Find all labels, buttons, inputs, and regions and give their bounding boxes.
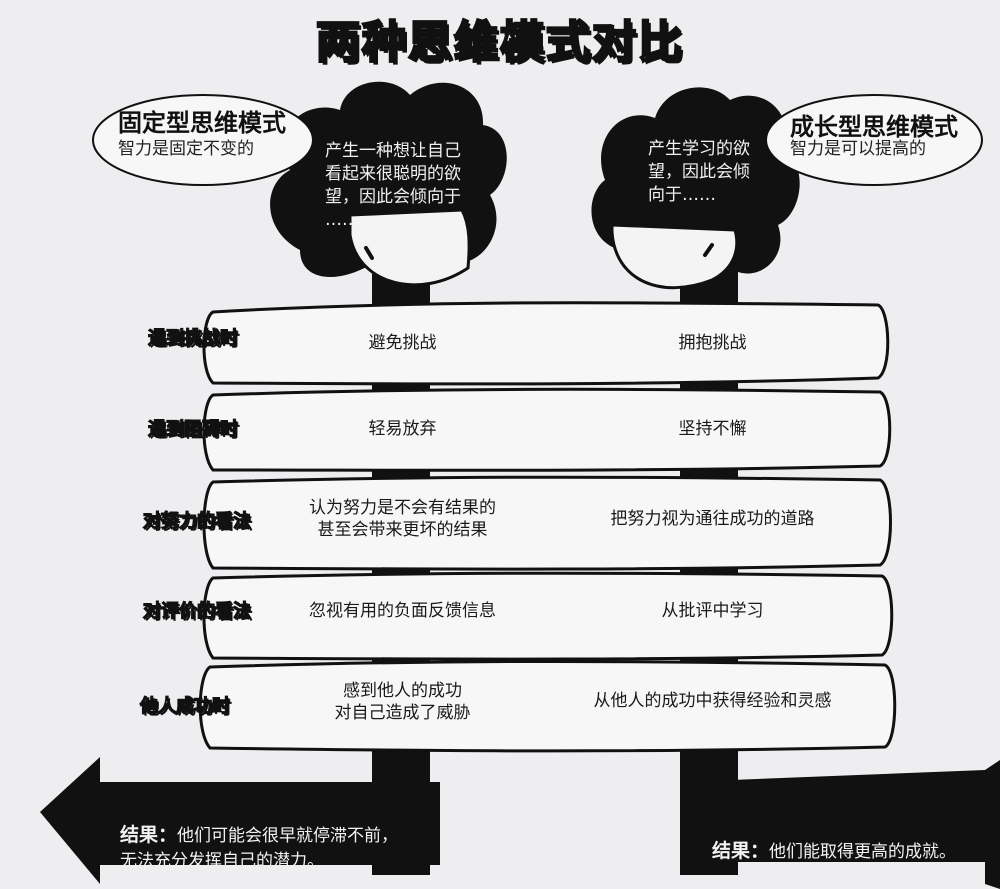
growth-mindset-head — [591, 87, 800, 290]
row-label: 他人成功时 — [139, 695, 230, 717]
fixed-mindset-head — [270, 81, 507, 287]
growth-mindset-name: 成长型思维模式 — [790, 113, 958, 141]
growth-mindset-bubble — [765, 94, 983, 186]
row-panel — [202, 475, 892, 571]
growth-result: 结果：他们能取得更高的成就。 — [712, 813, 956, 865]
row-label: 遇到阻碍时 — [147, 418, 238, 440]
row-panel — [198, 659, 897, 753]
fixed-mindset-thought: 产生一种想让自己 看起来很聪明的欲 望，因此会倾向于 …… — [325, 141, 461, 230]
growth-result-label: 结果： — [712, 839, 770, 862]
growth-cell: 拥抱挑战 — [678, 333, 747, 353]
fixed-result: 结果：他们可能会很早就停滞不前， 无法充分发挥自己的潜力。 — [120, 797, 398, 874]
fixed-cell: 感到他人的成功 对自己造成了威胁 — [334, 681, 471, 724]
row-label: 对评价的看法 — [142, 600, 251, 622]
fixed-cell: 轻易放弃 — [368, 419, 437, 439]
page-title: 两种思维模式对比 — [315, 16, 684, 70]
row-panel — [202, 301, 890, 386]
fixed-result-text: 他们可能会很早就停滞不前， 无法充分发挥自己的潜力。 — [120, 825, 399, 872]
growth-cell: 把努力视为通往成功的道路 — [610, 509, 815, 529]
growth-mindset-thought: 产生学习的欲 望，因此会倾 向于…… — [648, 139, 750, 205]
growth-cell: 坚持不懈 — [678, 419, 747, 439]
growth-result-text: 他们能取得更高的成就。 — [769, 841, 957, 862]
fixed-mindset-desc: 智力是固定不变的 — [118, 139, 254, 159]
fixed-mindset-name: 固定型思维模式 — [118, 109, 286, 137]
growth-cell: 从他人的成功中获得经验和灵感 — [593, 691, 832, 711]
growth-cell: 从批评中学习 — [661, 601, 764, 621]
right-result-arrow — [680, 760, 1000, 889]
fixed-mindset-bubble — [92, 94, 314, 186]
row-panel — [202, 571, 894, 661]
fixed-cell: 认为努力是不会有结果的 甚至会带来更坏的结果 — [309, 498, 496, 541]
fixed-cell: 避免挑战 — [368, 333, 437, 353]
growth-mindset-desc: 智力是可以提高的 — [790, 139, 926, 159]
row-label: 对努力的看法 — [142, 510, 251, 532]
fixed-result-label: 结果： — [120, 823, 178, 846]
comparison-panels — [198, 301, 897, 753]
row-panel — [202, 387, 892, 472]
left-result-arrow — [40, 757, 440, 884]
row-label: 遇到挑战时 — [147, 327, 238, 349]
fixed-cell: 忽视有用的负面反馈信息 — [309, 601, 496, 621]
